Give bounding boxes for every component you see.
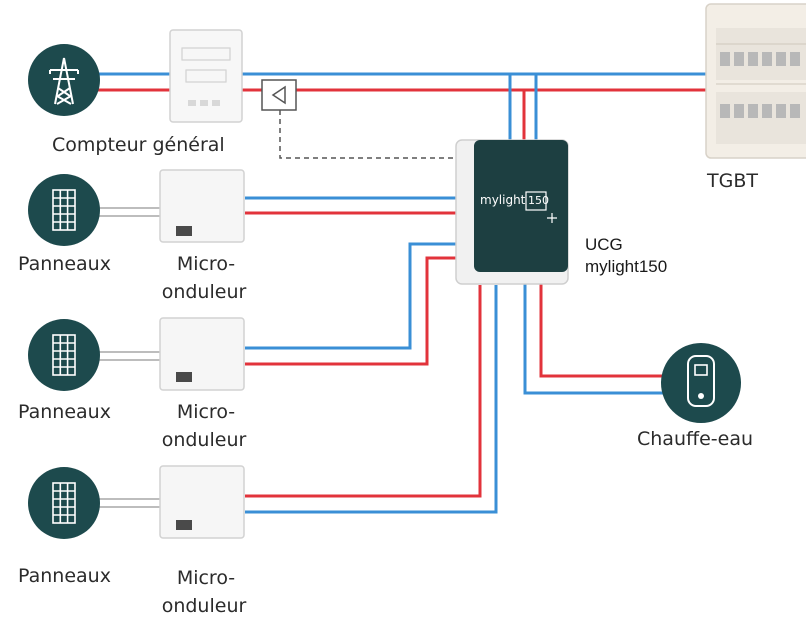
micro-inverter-1 — [159, 169, 245, 243]
panels-label-3: Panneaux — [18, 565, 111, 587]
tgbt-label: TGBT — [707, 170, 758, 192]
solar-panel-icon-1 — [28, 174, 100, 246]
micro-1-wires — [245, 196, 458, 215]
micro-3-label-line1: Micro- — [176, 567, 236, 589]
micro-3-wires — [245, 285, 498, 514]
pylon-icon — [28, 44, 100, 116]
micro-2-label-line2: onduleur — [161, 429, 247, 451]
ucg-label-line1: UCG — [585, 235, 623, 254]
clamp-signal-wire — [279, 110, 458, 159]
micro-1-label-line2: onduleur — [161, 281, 247, 303]
ucg-label-line2: mylight150 — [585, 257, 668, 276]
current-clamp-icon — [261, 79, 297, 111]
solar-panel-icon-3 — [28, 467, 100, 539]
panels-label-2: Panneaux — [18, 401, 111, 423]
micro-3-label-line2: onduleur — [161, 595, 247, 617]
ucg-model-label: 150 — [528, 194, 549, 207]
micro-inverter-2 — [159, 317, 245, 391]
panels-label-1: Panneaux — [18, 253, 111, 275]
solar-panel-icon-2 — [28, 319, 100, 391]
micro-inverter-3 — [159, 465, 245, 539]
micro-2-wires — [245, 242, 458, 366]
panel-dc-wires — [95, 207, 160, 508]
main-meter — [169, 29, 243, 123]
micro-2-label-line1: Micro- — [176, 401, 236, 423]
water-heater-label: Chauffe-eau — [637, 428, 754, 450]
meter-label: Compteur général — [52, 134, 225, 156]
water-heater-icon — [661, 343, 741, 423]
tgbt-panel — [705, 3, 806, 159]
micro-1-label-line1: Micro- — [176, 253, 236, 275]
ucg-device — [455, 139, 569, 285]
ucg-brand-label: mylight — [480, 193, 526, 207]
heater-wires — [523, 284, 665, 395]
